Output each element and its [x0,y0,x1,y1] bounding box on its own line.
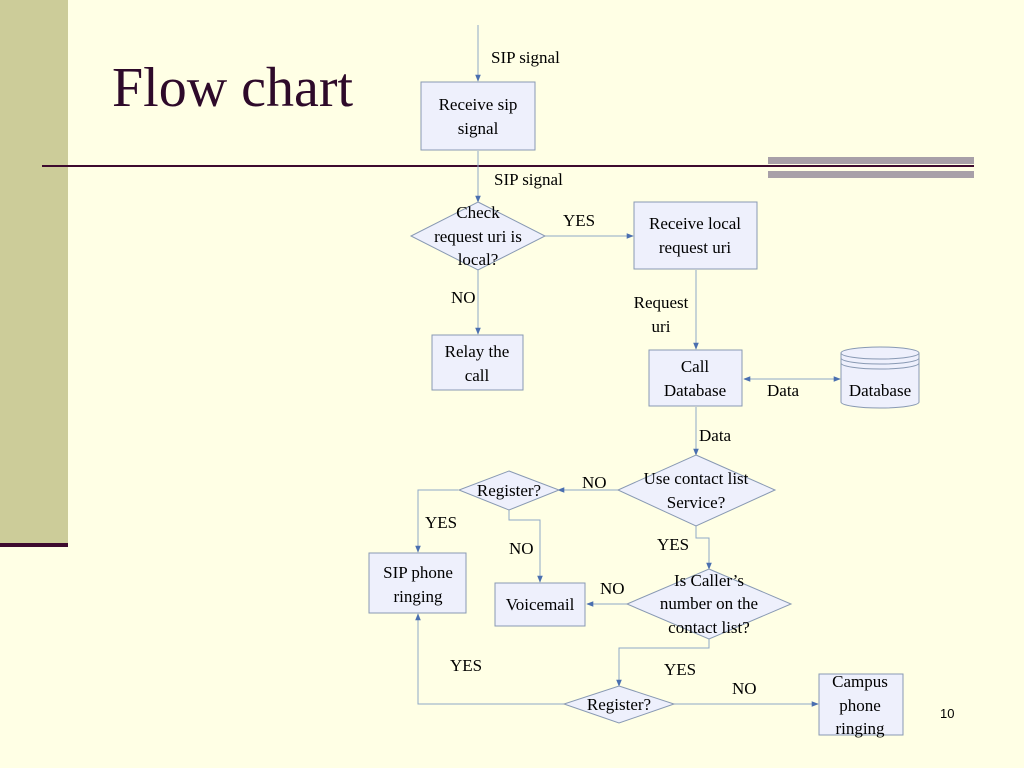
left-sidebar-band [0,0,68,546]
node-call-database: Call Database [648,349,743,407]
node-use-contact-line2: Service? [667,493,726,512]
node-database-label: Database [849,381,911,400]
label-no-caller: NO [600,579,625,598]
node-check-uri-line3: local? [458,250,499,269]
node-relay-call-line1: Relay the [445,342,510,361]
arrow-register-yes [415,489,458,553]
node-check-uri: Check request uri is local? [409,201,547,271]
arrow-caller-yes [616,639,710,687]
label-no-local: NO [451,288,476,307]
node-receive-sip: Receive sip signal [420,81,536,151]
node-receive-sip-line2: signal [458,119,499,138]
node-register-bottom-label: Register? [587,695,651,714]
arrow-register-no [508,510,543,583]
title-divider [42,165,974,167]
label-yes-local: YES [563,211,595,230]
node-relay-call-line2: call [465,366,490,385]
node-receive-local-line1: Receive local [649,214,741,233]
node-sip-phone-line1: SIP phone [383,563,453,582]
node-relay-call: Relay the call [431,334,524,391]
node-campus-phone: Campus phone ringing [818,672,904,738]
connectors [415,25,841,707]
node-is-caller-line3: contact list? [668,618,750,637]
node-campus-phone-line2: phone [839,696,881,715]
node-receive-local-line2: request uri [659,238,732,257]
label-no-register-bottom: NO [732,679,757,698]
node-is-caller-line2: number on the [660,594,758,613]
node-register-top: Register? [457,470,561,511]
node-register-bottom: Register? [562,685,676,724]
page-number: 10 [940,706,955,721]
label-no-contact: NO [582,473,607,492]
node-call-database-line2: Database [664,381,726,400]
label-yes-contact: YES [657,535,689,554]
node-check-uri-line1: Check [456,203,500,222]
node-campus-phone-line1: Campus [832,672,888,691]
sidebar-accent-line [0,543,68,547]
node-sip-phone-line2: ringing [393,587,443,606]
label-sip-signal-mid: SIP signal [494,170,563,189]
edge-labels: SIP signal SIP signal YES NO Request uri… [425,48,800,698]
label-yes-caller: YES [664,660,696,679]
label-yes-register-top: YES [425,513,457,532]
decor-bar-top [768,157,974,164]
label-data-side: Data [767,381,800,400]
node-use-contact-line1: Use contact list [644,469,749,488]
label-yes-register-bottom: YES [450,656,482,675]
label-data-down: Data [699,426,732,445]
slide-title: Flow chart [112,57,354,119]
node-voicemail: Voicemail [494,582,586,627]
decor-bar-bottom [768,171,974,178]
node-call-database-line1: Call [681,357,710,376]
node-receive-sip-line1: Receive sip [439,95,518,114]
label-request-uri-line2: uri [652,317,671,336]
node-campus-phone-line3: ringing [835,719,885,738]
node-database-cylinder: Database [840,346,920,409]
arrow-register2-yes [415,613,564,705]
node-is-caller: Is Caller’s number on the contact list? [625,568,793,640]
node-check-uri-line2: request uri is [434,227,522,246]
label-no-register-top: NO [509,539,534,558]
node-register-top-label: Register? [477,481,541,500]
label-sip-signal-top: SIP signal [491,48,560,67]
node-is-caller-line1: Is Caller’s [674,571,744,590]
node-receive-local: Receive local request uri [633,201,758,270]
node-sip-phone: SIP phone ringing [368,552,467,614]
arrow-contact-yes [695,526,712,570]
label-request-uri-line1: Request [634,293,689,312]
node-voicemail-label: Voicemail [506,595,575,614]
node-use-contact: Use contact list Service? [616,454,777,527]
